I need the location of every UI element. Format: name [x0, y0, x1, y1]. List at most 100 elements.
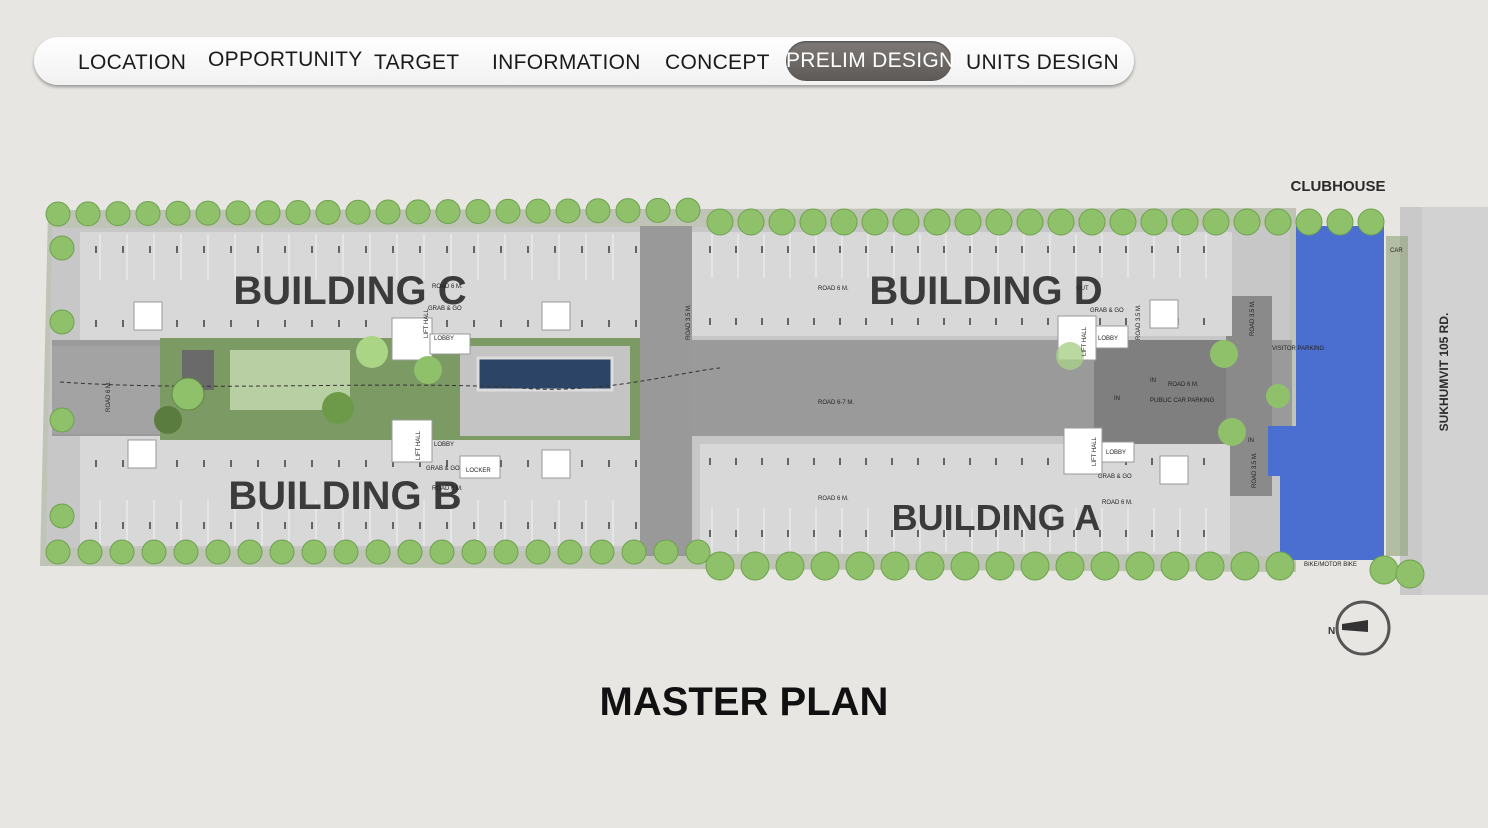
- main-road: [1422, 207, 1488, 595]
- tree-icon: [1160, 551, 1190, 581]
- tree-icon: [950, 551, 980, 581]
- lift-hall-b: [391, 419, 433, 463]
- tree-icon: [45, 201, 71, 227]
- tree-icon: [1125, 551, 1155, 581]
- tree-icon: [375, 199, 401, 225]
- stair-b-left: [127, 439, 157, 469]
- tree-icon: [45, 539, 71, 565]
- tree-icon: [49, 309, 75, 335]
- nav-tab-units-design[interactable]: UNITS DESIGN: [966, 51, 1119, 74]
- tree-icon: [1369, 555, 1399, 585]
- tree-icon: [1202, 208, 1230, 236]
- lobby-label: LOBBY: [434, 336, 454, 342]
- tree-icon: [799, 208, 827, 236]
- tree-icon: [737, 208, 765, 236]
- tree-icon: [1195, 551, 1225, 581]
- tree-icon: [1016, 208, 1044, 236]
- lobby-label: LOBBY: [1098, 336, 1118, 342]
- clubhouse-garden: [1386, 236, 1408, 556]
- visitor-parking-label: VISITOR PARKING: [1272, 346, 1324, 352]
- tree-icon: [1265, 551, 1295, 581]
- tree-icon: [1078, 208, 1106, 236]
- tree-icon: [285, 200, 311, 226]
- tree-icon: [810, 551, 840, 581]
- traffic-out-label: OUT: [1076, 286, 1089, 292]
- tree-icon: [109, 539, 135, 565]
- tree-rows: [45, 197, 1425, 589]
- tree-icon: [315, 199, 341, 225]
- road-label: ROAD 6 M.: [818, 496, 849, 502]
- tree-icon: [705, 551, 735, 581]
- tree-icon: [525, 539, 551, 565]
- tree-icon: [892, 208, 920, 236]
- tree-icon: [365, 539, 391, 565]
- tree-icon: [1020, 551, 1050, 581]
- lift-hall-c: [391, 317, 433, 361]
- locker-room: [459, 455, 501, 479]
- tree-icon: [405, 199, 431, 225]
- nav-tab-target[interactable]: TARGET: [374, 51, 460, 74]
- tree-icon: [1055, 551, 1085, 581]
- tree-icon: [49, 407, 75, 433]
- sukhumvit-road-label: SUKHUMVIT 105 RD.: [1437, 313, 1451, 432]
- nav-tab-concept[interactable]: CONCEPT: [665, 51, 770, 74]
- parking-ticks: [95, 246, 1205, 537]
- swimming-pool: [476, 356, 614, 392]
- public-parking-label: PUBLIC CAR PARKING: [1150, 398, 1215, 404]
- locker-label: LOCKER: [466, 468, 491, 474]
- bike-parking-label: BIKE/MOTOR BIKE: [1304, 562, 1357, 568]
- stair-d-right: [1149, 299, 1179, 329]
- nav-tab-prelim-design[interactable]: PRELIM DESIGN: [786, 41, 954, 81]
- north-arrow-icon: N: [1328, 600, 1391, 656]
- tree-icon: [105, 201, 131, 227]
- tree-icon: [1140, 208, 1168, 236]
- road-label: ROAD 3.5 M.: [1136, 304, 1142, 340]
- tree-icon: [985, 208, 1013, 236]
- tree-icon: [1109, 208, 1137, 236]
- tree-icon: [685, 539, 711, 565]
- road-label: ROAD 6 M.: [1102, 500, 1133, 506]
- tree-icon: [1295, 208, 1323, 236]
- lift-hall-label: LIFT HALL: [416, 430, 422, 460]
- tree-icon: [845, 551, 875, 581]
- tree-icon: [1357, 208, 1385, 236]
- tree-icon: [75, 201, 101, 227]
- garden-tree: [356, 336, 388, 368]
- tree-icon: [985, 551, 1015, 581]
- tree-icon: [165, 200, 191, 226]
- building-d-footprint: [692, 232, 1232, 336]
- tree-icon: [954, 208, 982, 236]
- road-label: ROAD 6 M.: [106, 381, 112, 412]
- tree-icon: [225, 200, 251, 226]
- nav-tab-location[interactable]: LOCATION: [78, 51, 187, 74]
- tree-icon: [1395, 559, 1425, 589]
- north-label: N: [1328, 626, 1335, 637]
- stair-a-right: [1159, 455, 1189, 485]
- section-nav: LOCATION OPPORTUNITY TARGET INFORMATION …: [34, 37, 1134, 85]
- lift-hall-label: LIFT HALL: [1092, 436, 1098, 466]
- nav-tab-information[interactable]: INFORMATION: [492, 51, 641, 74]
- tree-icon: [49, 503, 75, 529]
- page-title: MASTER PLAN: [599, 680, 889, 724]
- tree-icon: [557, 539, 583, 565]
- tree-icon: [429, 539, 455, 565]
- tree-icon: [1264, 208, 1292, 236]
- tree-icon: [195, 200, 221, 226]
- garden-tree: [154, 406, 182, 434]
- lobby-label: LOBBY: [1106, 450, 1126, 456]
- clubhouse-building: [1268, 226, 1384, 560]
- building-d-label: BUILDING D: [869, 269, 1102, 313]
- tree-icon: [1171, 208, 1199, 236]
- car-label: CAR: [1390, 248, 1403, 254]
- lift-hall-label: LIFT HALL: [1082, 326, 1088, 356]
- tree-icon: [173, 539, 199, 565]
- tree-icon: [397, 539, 423, 565]
- tree-icon: [775, 551, 805, 581]
- traffic-in-label: IN: [1114, 396, 1120, 402]
- tree-icon: [589, 539, 615, 565]
- nav-tab-opportunity[interactable]: OPPORTUNITY: [208, 48, 363, 71]
- tree-icon: [333, 539, 359, 565]
- tree-icon: [615, 198, 641, 224]
- tree-icon: [435, 199, 461, 225]
- road-3-5-mid: [640, 226, 692, 556]
